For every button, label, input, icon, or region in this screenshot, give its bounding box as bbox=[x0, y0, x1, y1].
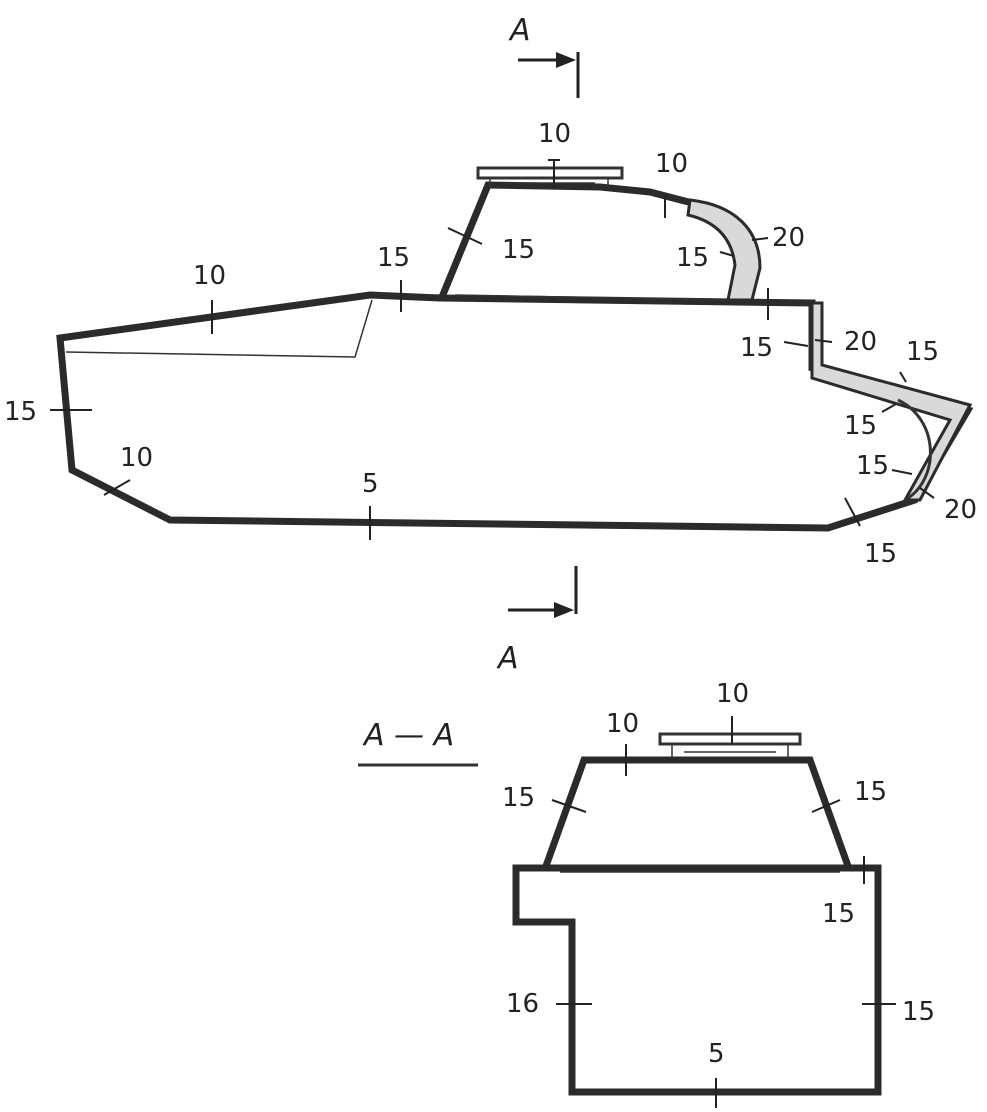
section-letter-top: A bbox=[508, 13, 531, 48]
hull-rear-curve bbox=[897, 398, 932, 502]
section-letter-bottom: A bbox=[496, 641, 519, 676]
section-mark-top: A bbox=[508, 13, 580, 98]
section-turret-outline bbox=[542, 756, 852, 868]
label-sec-turret-right: 15 bbox=[854, 777, 887, 807]
label-hull-roof-mid: 15 bbox=[377, 243, 410, 273]
label-turret-rear-outer: 20 bbox=[772, 223, 805, 253]
hull-outline bbox=[56, 291, 974, 532]
side-view: A A 10 bbox=[4, 13, 977, 676]
hull-inner-line bbox=[65, 299, 373, 358]
label-sec-bottom: 5 bbox=[708, 1039, 725, 1069]
section-hatch bbox=[658, 732, 802, 746]
section-view: A — A 10 10 15 15 15 16 15 5 bbox=[358, 679, 935, 1108]
section-ticks bbox=[551, 716, 896, 1108]
label-turret-rear-inner: 15 bbox=[676, 243, 709, 273]
label-hull-rear-curve-lower: 15 bbox=[856, 451, 889, 481]
label-sec-roof: 10 bbox=[606, 709, 639, 739]
label-hull-rear-upper: 15 bbox=[906, 337, 939, 367]
hull-rear-armor bbox=[810, 301, 973, 502]
label-sec-hatch: 10 bbox=[716, 679, 749, 709]
label-hull-rear-wall: 20 bbox=[844, 327, 877, 357]
label-sec-side-right: 15 bbox=[902, 997, 935, 1027]
label-sec-side-left: 16 bbox=[506, 989, 539, 1019]
turret-hatch-detail bbox=[489, 178, 609, 188]
label-sec-turret-left: 15 bbox=[502, 783, 535, 813]
label-hull-front-lower: 10 bbox=[120, 443, 153, 473]
section-hull-outline bbox=[512, 864, 882, 1096]
label-hull-rear-plate: 20 bbox=[944, 495, 977, 525]
label-hull-rear-deck: 15 bbox=[740, 333, 773, 363]
label-hull-roof-front: 10 bbox=[193, 261, 226, 291]
label-hull-front: 15 bbox=[4, 397, 37, 427]
label-turret-roof: 10 bbox=[538, 119, 571, 149]
label-sec-hull-roof-right: 15 bbox=[822, 899, 855, 929]
section-hatch-detail bbox=[671, 744, 789, 758]
label-turret-rear-roof: 10 bbox=[655, 149, 688, 179]
label-turret-front: 15 bbox=[502, 235, 535, 265]
label-hull-rear-bottom: 15 bbox=[864, 539, 897, 569]
label-hull-bottom: 5 bbox=[362, 469, 379, 499]
turret-hatch bbox=[476, 166, 624, 180]
section-mark-bottom: A bbox=[496, 566, 578, 676]
section-title: A — A bbox=[362, 718, 454, 753]
label-hull-rear-curve: 15 bbox=[844, 411, 877, 441]
side-ticks bbox=[50, 159, 935, 540]
turret-rear-armor bbox=[686, 198, 762, 302]
turret-ring bbox=[454, 294, 731, 301]
